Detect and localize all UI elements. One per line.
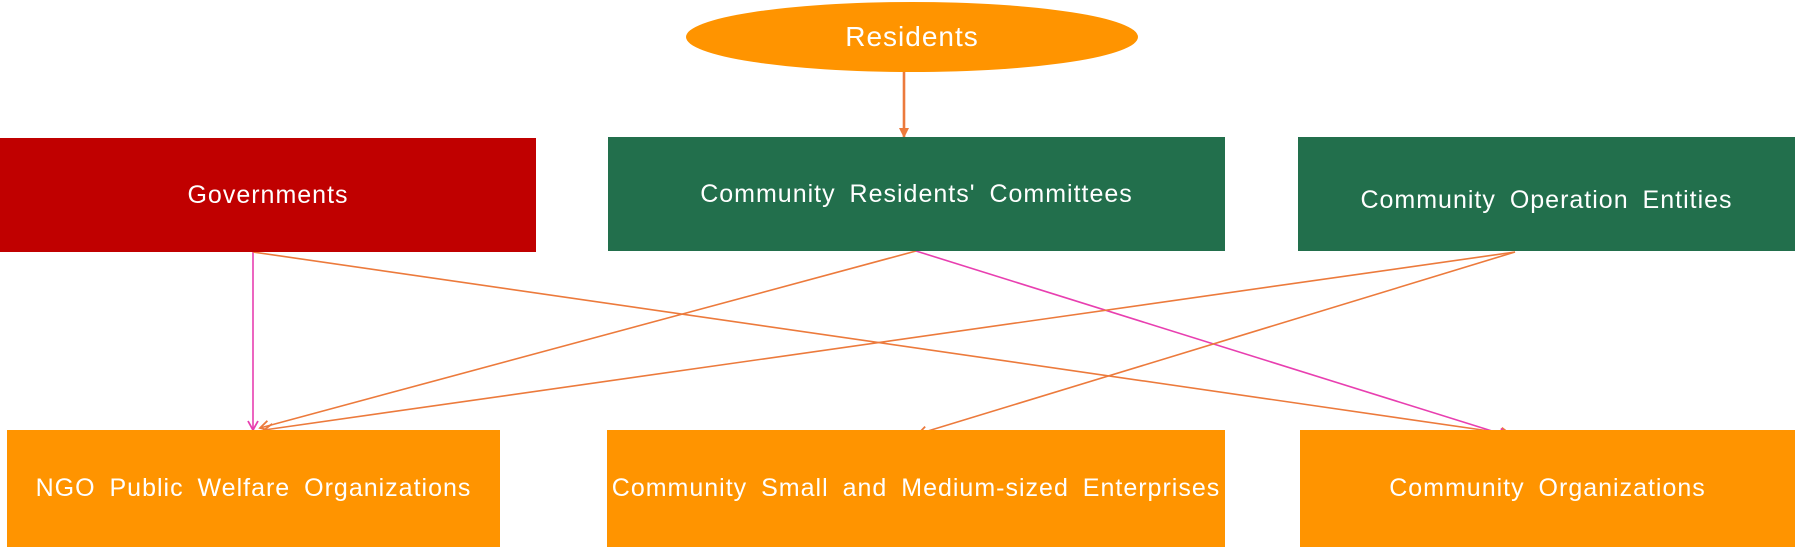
node-governments: Governments — [0, 138, 536, 252]
node-community-residents-committees: Community Residents' Committees — [608, 137, 1225, 251]
edge-operation-to-sme — [916, 251, 1516, 438]
edge-operation-to-ngo — [262, 251, 1516, 435]
node-ngo-public-welfare-organizations: NGO Public Welfare Organizations — [7, 430, 500, 547]
node-community-organizations: Community Organizations — [1300, 430, 1795, 547]
edge-committees-to-ngo — [258, 250, 917, 432]
edge-committees-to-orgs — [915, 250, 1510, 439]
node-community-smes: Community Small and Medium-sized Enterpr… — [607, 430, 1225, 547]
node-residents: Residents — [686, 2, 1138, 72]
edge-governments-to-orgs — [252, 251, 1512, 439]
node-community-operation-entities: Community Operation Entities — [1298, 137, 1795, 251]
